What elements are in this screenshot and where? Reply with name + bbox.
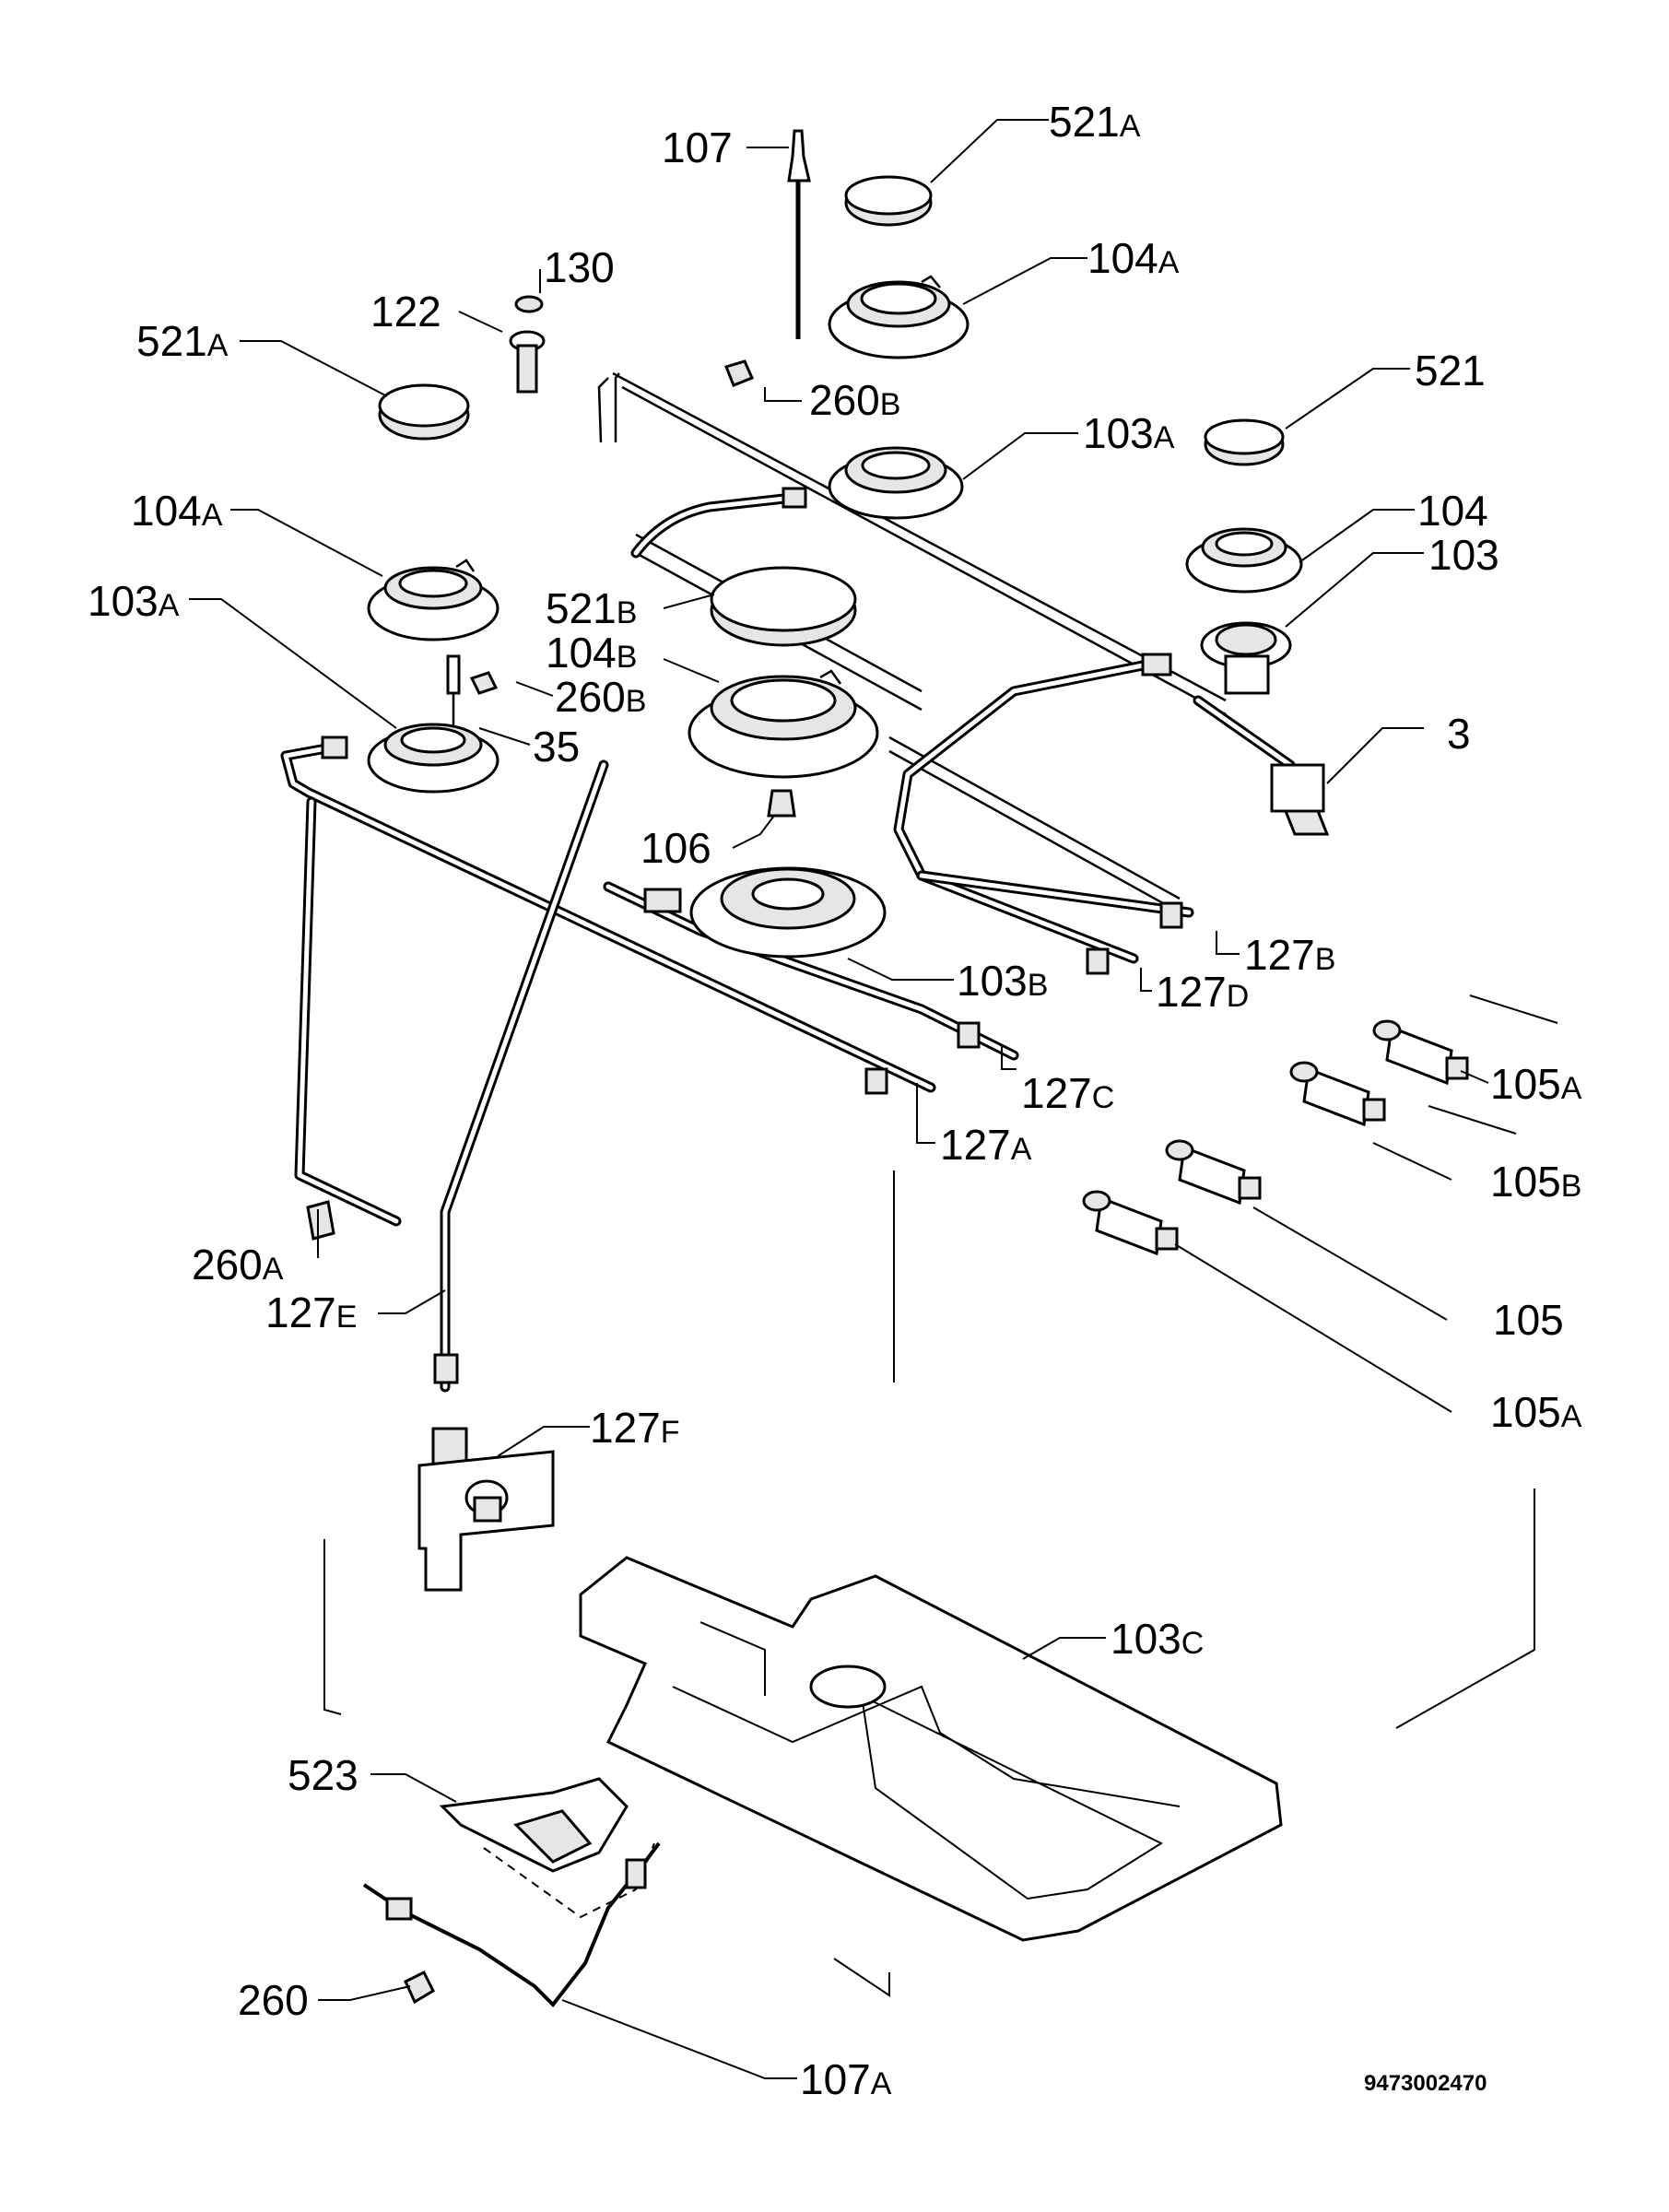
callout-260: 260 <box>238 1976 309 2024</box>
callout-127E: 127E <box>265 1288 357 1336</box>
burner-crown-104A-left <box>367 559 500 641</box>
callout-103A-left: 103A <box>88 577 180 625</box>
burner-cap-521B <box>710 566 857 647</box>
document-number: 9473002470 <box>1364 2071 1487 2096</box>
callout-labels: 107 521A 104A 130 122 521A 260B 521 103A… <box>88 98 1582 2103</box>
burner-crown-104B <box>688 669 879 779</box>
callout-105: 105 <box>1493 1296 1564 1344</box>
burner-base-103-right <box>1200 621 1292 695</box>
callout-521B: 521B <box>546 584 637 632</box>
callout-523: 523 <box>288 1751 358 1799</box>
burner-base-103A-middle <box>630 446 964 559</box>
callout-127F: 127F <box>590 1404 680 1452</box>
clip-260B-top <box>723 359 755 387</box>
callout-105A-lower: 105A <box>1490 1388 1582 1436</box>
injector-122 <box>509 330 546 394</box>
spark-electrode-35 <box>446 654 461 728</box>
bracket-127F <box>417 1427 555 1592</box>
clip-260 <box>404 1970 435 2005</box>
callout-106: 106 <box>641 824 711 872</box>
callout-260B-top: 260B <box>809 376 900 424</box>
callout-105B: 105B <box>1490 1158 1581 1206</box>
callout-122: 122 <box>370 288 441 335</box>
thermocouple-107A <box>362 1841 661 2008</box>
callout-104: 104 <box>1417 487 1488 535</box>
callout-104A-top: 104A <box>1087 234 1180 282</box>
burner-base-103A-left <box>280 723 936 1093</box>
valve-105 <box>1165 1139 1262 1206</box>
washer-130 <box>514 295 544 313</box>
callout-3: 3 <box>1447 710 1471 758</box>
callout-104A-left: 104A <box>131 487 223 535</box>
callout-127C: 127C <box>1021 1069 1114 1117</box>
callout-521A-top: 521A <box>1049 98 1141 146</box>
burner-cap-521A-top <box>844 175 933 227</box>
callout-103C: 103C <box>1111 1615 1204 1663</box>
callout-130: 130 <box>544 243 615 291</box>
callout-107A: 107A <box>800 2055 892 2103</box>
pipe-left-vertical <box>294 796 402 1227</box>
pipe-127E <box>433 759 609 1393</box>
callout-103A-top: 103A <box>1083 409 1175 457</box>
callout-521A-left: 521A <box>136 317 229 365</box>
callout-127D: 127D <box>1156 968 1249 1016</box>
burner-crown-104A-top <box>828 275 970 359</box>
base-plate-103C <box>579 1556 1283 1942</box>
callout-107: 107 <box>662 124 733 171</box>
gas-tap-3 <box>1193 695 1330 836</box>
callout-103B: 103B <box>957 957 1048 1005</box>
callout-260B-left: 260B <box>555 673 646 721</box>
callout-521: 521 <box>1415 347 1486 394</box>
callout-104B: 104B <box>546 629 637 677</box>
callout-127A: 127A <box>940 1121 1032 1169</box>
clip-260B-left <box>469 671 499 695</box>
spark-electrode-107 <box>787 129 811 339</box>
injector-106 <box>767 789 796 818</box>
pipe-127B-127D <box>893 653 1194 975</box>
ignition-block-523 <box>439 1777 655 1919</box>
callout-127B: 127B <box>1244 931 1335 979</box>
valve-105A-upper <box>1372 1019 1469 1086</box>
burner-cap-521-right <box>1204 418 1285 466</box>
callout-260A: 260A <box>192 1241 284 1288</box>
callout-105A-upper: 105A <box>1490 1060 1582 1108</box>
clip-260A <box>306 1200 335 1241</box>
leader-lines <box>189 119 1489 2079</box>
valve-105B <box>1289 1061 1386 1127</box>
burner-base-103B <box>603 866 1019 1095</box>
burner-cap-521A-left <box>378 383 470 441</box>
callout-103: 103 <box>1428 531 1499 579</box>
valve-105A-lower <box>1082 1190 1179 1256</box>
callout-35: 35 <box>533 723 580 771</box>
burner-crown-104-right <box>1185 527 1303 594</box>
